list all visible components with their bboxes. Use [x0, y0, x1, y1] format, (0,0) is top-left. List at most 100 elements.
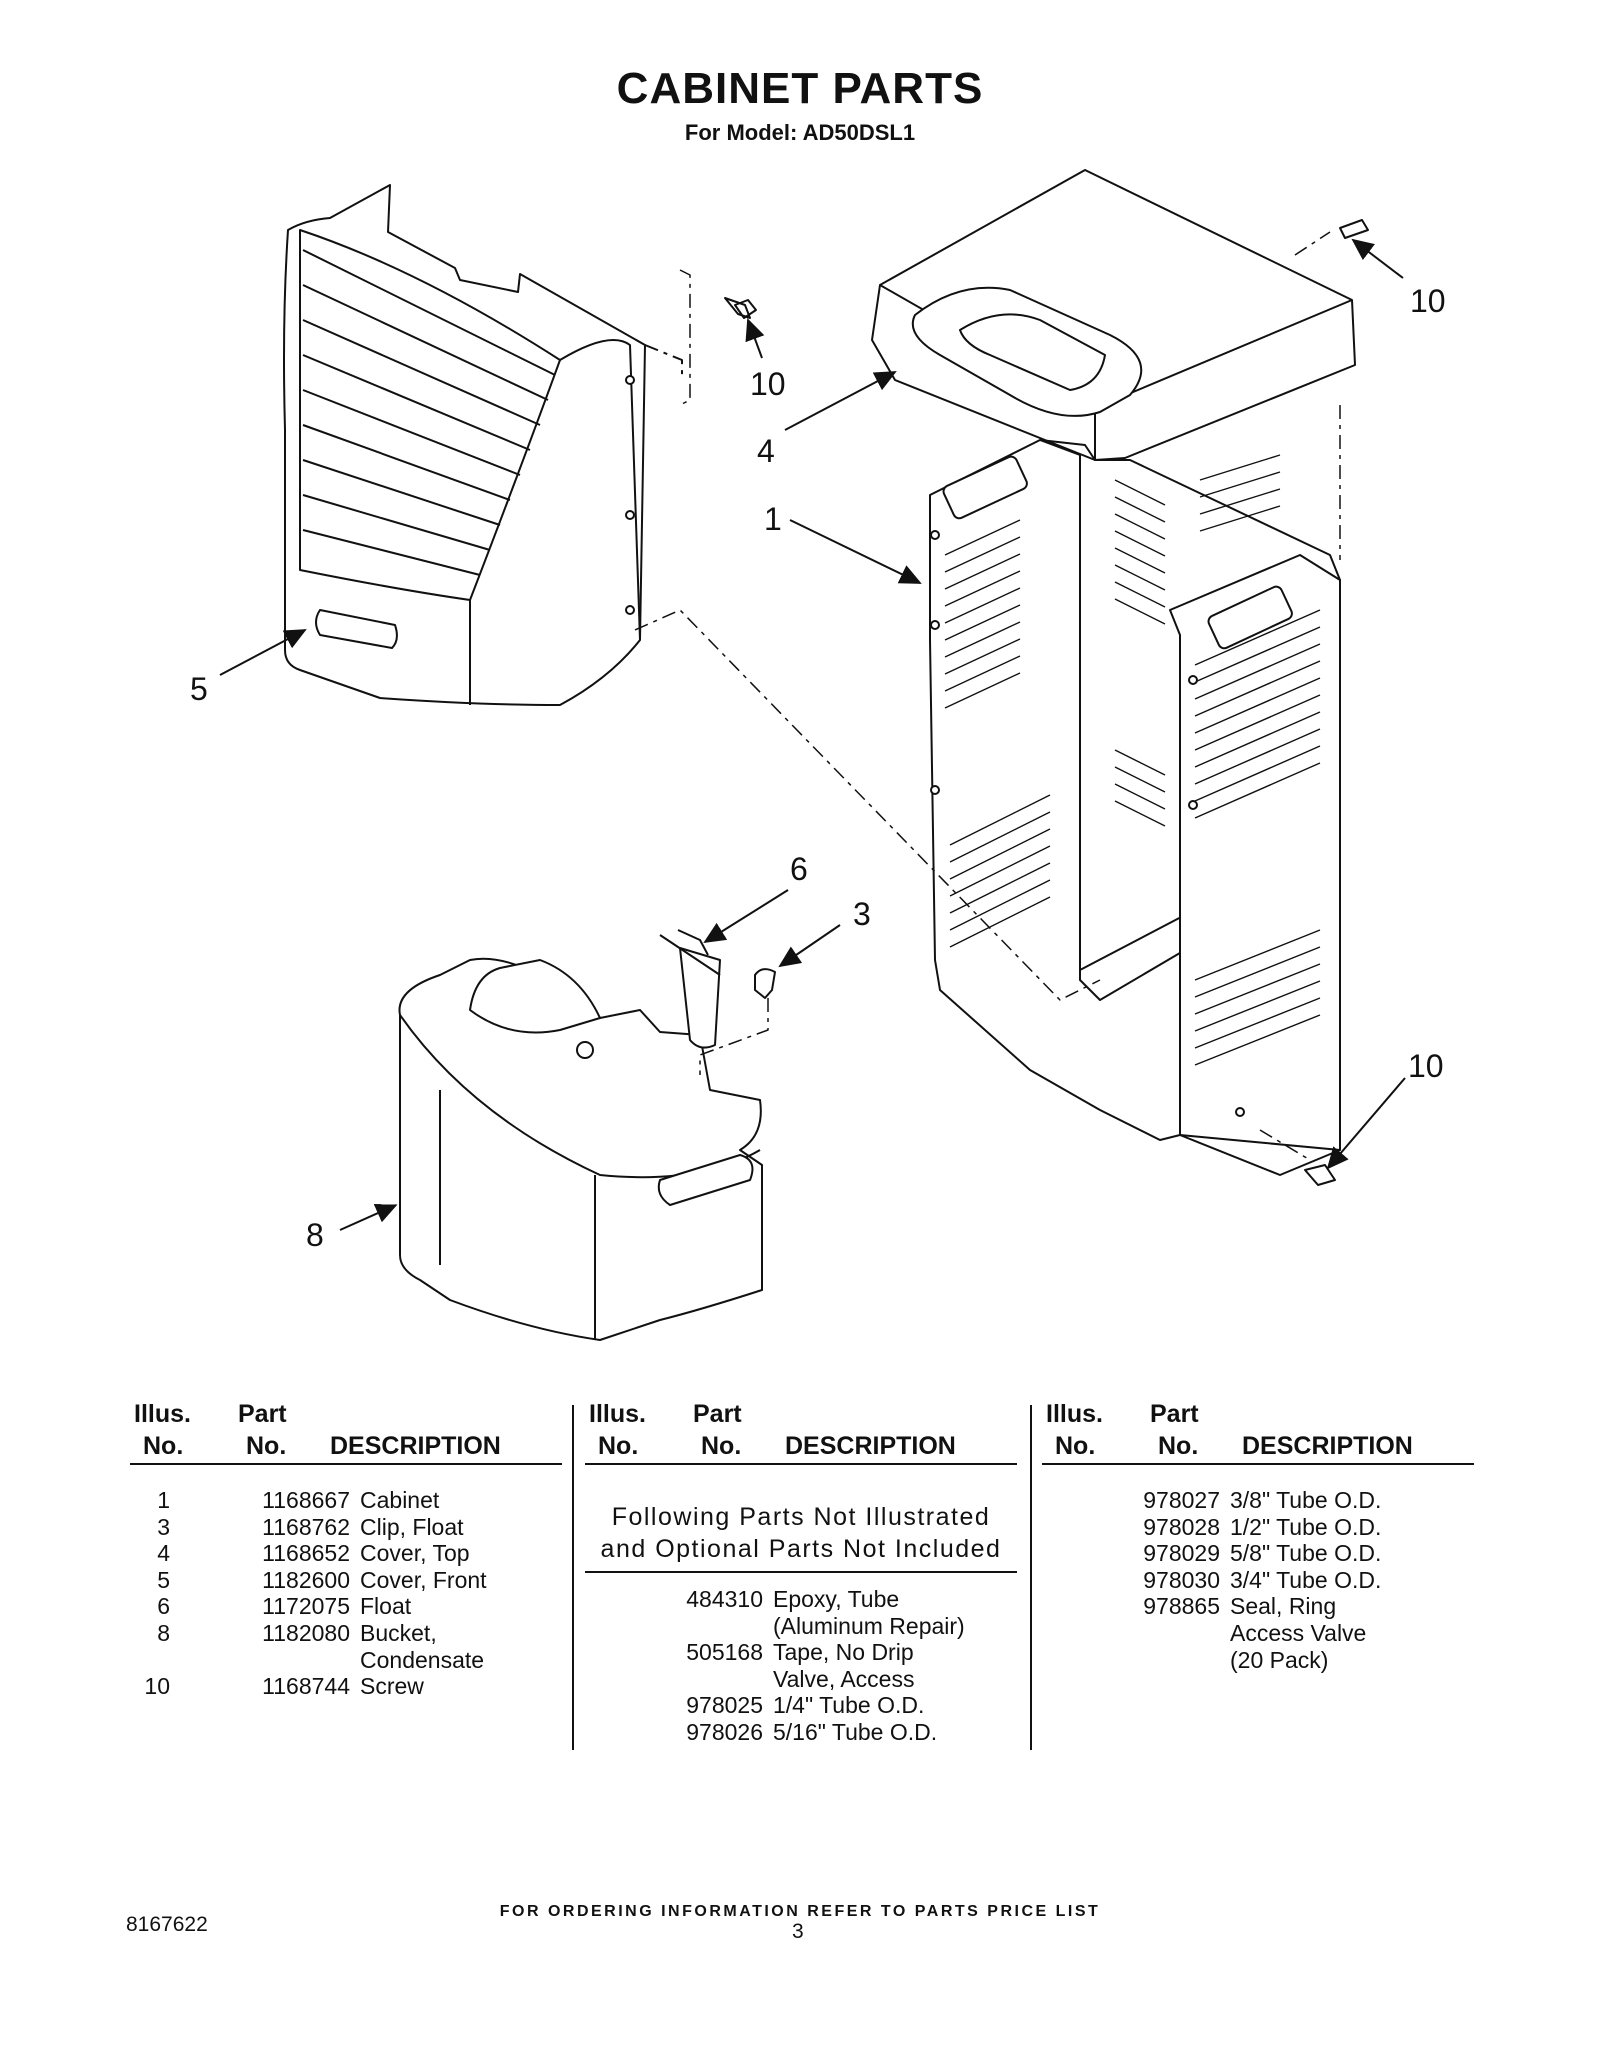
parts-table-row: 978027 3/8" Tube O.D.: [1042, 1487, 1381, 1513]
screw-part-lower-right: [1304, 1164, 1336, 1186]
illus-number: 1: [157, 1487, 170, 1513]
part-description: 5/8" Tube O.D.: [1230, 1540, 1382, 1567]
illus-number: 3: [157, 1513, 170, 1540]
callout-labels: 10 10 4 1 5 6 3 10 8: [190, 283, 1446, 1253]
part-number: 1168667: [262, 1487, 350, 1513]
part-number: 978025: [686, 1692, 763, 1719]
screw-part-upper-left: [724, 297, 757, 319]
part-number: 505168: [686, 1639, 763, 1666]
callout-10-upper-left: 10: [750, 366, 786, 402]
part-number: 484310: [686, 1586, 763, 1612]
parts-table-row: 10 1168744 Screw: [130, 1673, 424, 1699]
illus-header-line1: Illus.: [1046, 1400, 1103, 1428]
parts-table-row: 1 1168667 Cabinet: [130, 1487, 439, 1513]
callout-4: 4: [757, 433, 775, 469]
part-header-line1: Part: [238, 1400, 287, 1428]
part-description: 1/4" Tube O.D.: [773, 1692, 925, 1719]
part-description: (20 Pack): [1230, 1646, 1329, 1673]
part-description: Cover, Front: [360, 1566, 487, 1593]
part-description: Seal, Ring: [1230, 1593, 1337, 1620]
parts-table-row: 978028 1/2" Tube O.D.: [1042, 1514, 1381, 1540]
part-header-line2: No.: [1158, 1432, 1199, 1460]
part-number: 1182080: [262, 1620, 350, 1646]
part-description: Screw: [360, 1673, 424, 1700]
part-number: 1168762: [262, 1513, 350, 1540]
part-description: Bucket,: [360, 1620, 437, 1646]
part-header-line2: No.: [701, 1432, 742, 1460]
part-description: Condensate: [360, 1646, 485, 1673]
part-number: 1182600: [262, 1566, 350, 1593]
screw-part-upper-right: [1339, 219, 1369, 239]
illus-header-line2: No.: [143, 1432, 184, 1460]
part-description: Epoxy, Tube: [773, 1586, 900, 1612]
illus-number: 10: [144, 1673, 170, 1700]
illus-header-line1: Illus.: [589, 1400, 646, 1428]
part-number: 1172075: [262, 1593, 350, 1620]
description-header: DESCRIPTION: [785, 1432, 956, 1460]
illus-header-line2: No.: [598, 1432, 639, 1460]
document-number: 8167622: [126, 1913, 208, 1936]
part-description: (Aluminum Repair): [773, 1612, 965, 1639]
illus-header-line1: Illus.: [134, 1400, 191, 1428]
illus-number: 5: [157, 1566, 170, 1593]
parts-table-row: 978025 1/4" Tube O.D.: [585, 1692, 924, 1718]
part-description: Clip, Float: [360, 1513, 464, 1540]
part-number: 978028: [1143, 1513, 1220, 1540]
part-number: 1168744: [262, 1673, 350, 1700]
parts-table-row: 3 1168762 Clip, Float: [130, 1513, 464, 1540]
float-clip-part: [754, 968, 776, 999]
part-number: 978865: [1143, 1593, 1220, 1620]
not-illustrated-note-line1: Following Parts Not Illustrated: [611, 1503, 991, 1531]
part-number: 1168652: [262, 1540, 350, 1567]
cabinet-part: [929, 439, 1341, 1176]
callout-10-top-right: 10: [1410, 283, 1446, 319]
part-number: 978029: [1143, 1540, 1220, 1567]
part-description: Valve, Access: [773, 1665, 915, 1692]
part-description: Access Valve: [1230, 1620, 1367, 1646]
parts-table-row: 978026 5/16" Tube O.D.: [585, 1719, 937, 1745]
description-header: DESCRIPTION: [330, 1432, 501, 1460]
part-header-line2: No.: [246, 1432, 287, 1460]
front-cover-part: [283, 184, 683, 706]
page-number: 3: [792, 1920, 804, 1943]
illus-number: 4: [157, 1540, 170, 1567]
part-description: 5/16" Tube O.D.: [773, 1719, 938, 1745]
parts-table-row: 505168 Tape, No Drip: [585, 1639, 914, 1666]
illus-number: 6: [157, 1593, 170, 1620]
callout-10-lower-right: 10: [1408, 1048, 1444, 1084]
top-cover-part: [871, 169, 1356, 461]
parts-table-row: (Aluminum Repair): [585, 1613, 965, 1639]
illus-number: 8: [157, 1620, 170, 1646]
page-title: CABINET PARTS: [616, 64, 984, 113]
parts-table-row: 8 1182080 Bucket,: [130, 1620, 437, 1646]
column-divider: [1030, 1405, 1032, 1750]
part-description: 3/8" Tube O.D.: [1230, 1487, 1382, 1513]
callout-8: 8: [306, 1217, 324, 1253]
part-description: 1/2" Tube O.D.: [1230, 1513, 1382, 1540]
callout-5: 5: [190, 671, 208, 707]
parts-table-row: 5 1182600 Cover, Front: [130, 1566, 487, 1593]
parts-table-row: 978865 Seal, Ring: [1042, 1593, 1336, 1619]
part-description: Float: [360, 1593, 412, 1620]
exploded-parts-diagram: 10 10 4 1 5 6 3 10 8: [190, 169, 1446, 1341]
not-illustrated-note-line2: and Optional Parts Not Included: [600, 1535, 1002, 1563]
float-part: [659, 929, 721, 1049]
parts-table-row: (20 Pack): [1042, 1647, 1328, 1673]
part-number: 978027: [1143, 1487, 1220, 1513]
parts-table-row: Valve, Access: [585, 1666, 914, 1692]
header-rule: [130, 1463, 562, 1465]
callout-1: 1: [764, 501, 782, 537]
parts-table-row: 978029 5/8" Tube O.D.: [1042, 1540, 1381, 1566]
callout-6: 6: [790, 851, 808, 887]
part-number: 978026: [686, 1719, 763, 1745]
column-divider: [572, 1405, 574, 1750]
header-rule: [585, 1463, 1017, 1465]
model-subtitle: For Model: AD50DSL1: [684, 120, 916, 145]
header-rule: [1042, 1463, 1474, 1465]
part-header-line1: Part: [1150, 1400, 1199, 1428]
note-rule: [585, 1571, 1017, 1573]
part-description: Cabinet: [360, 1487, 440, 1513]
part-description: Tape, No Drip: [773, 1639, 914, 1666]
